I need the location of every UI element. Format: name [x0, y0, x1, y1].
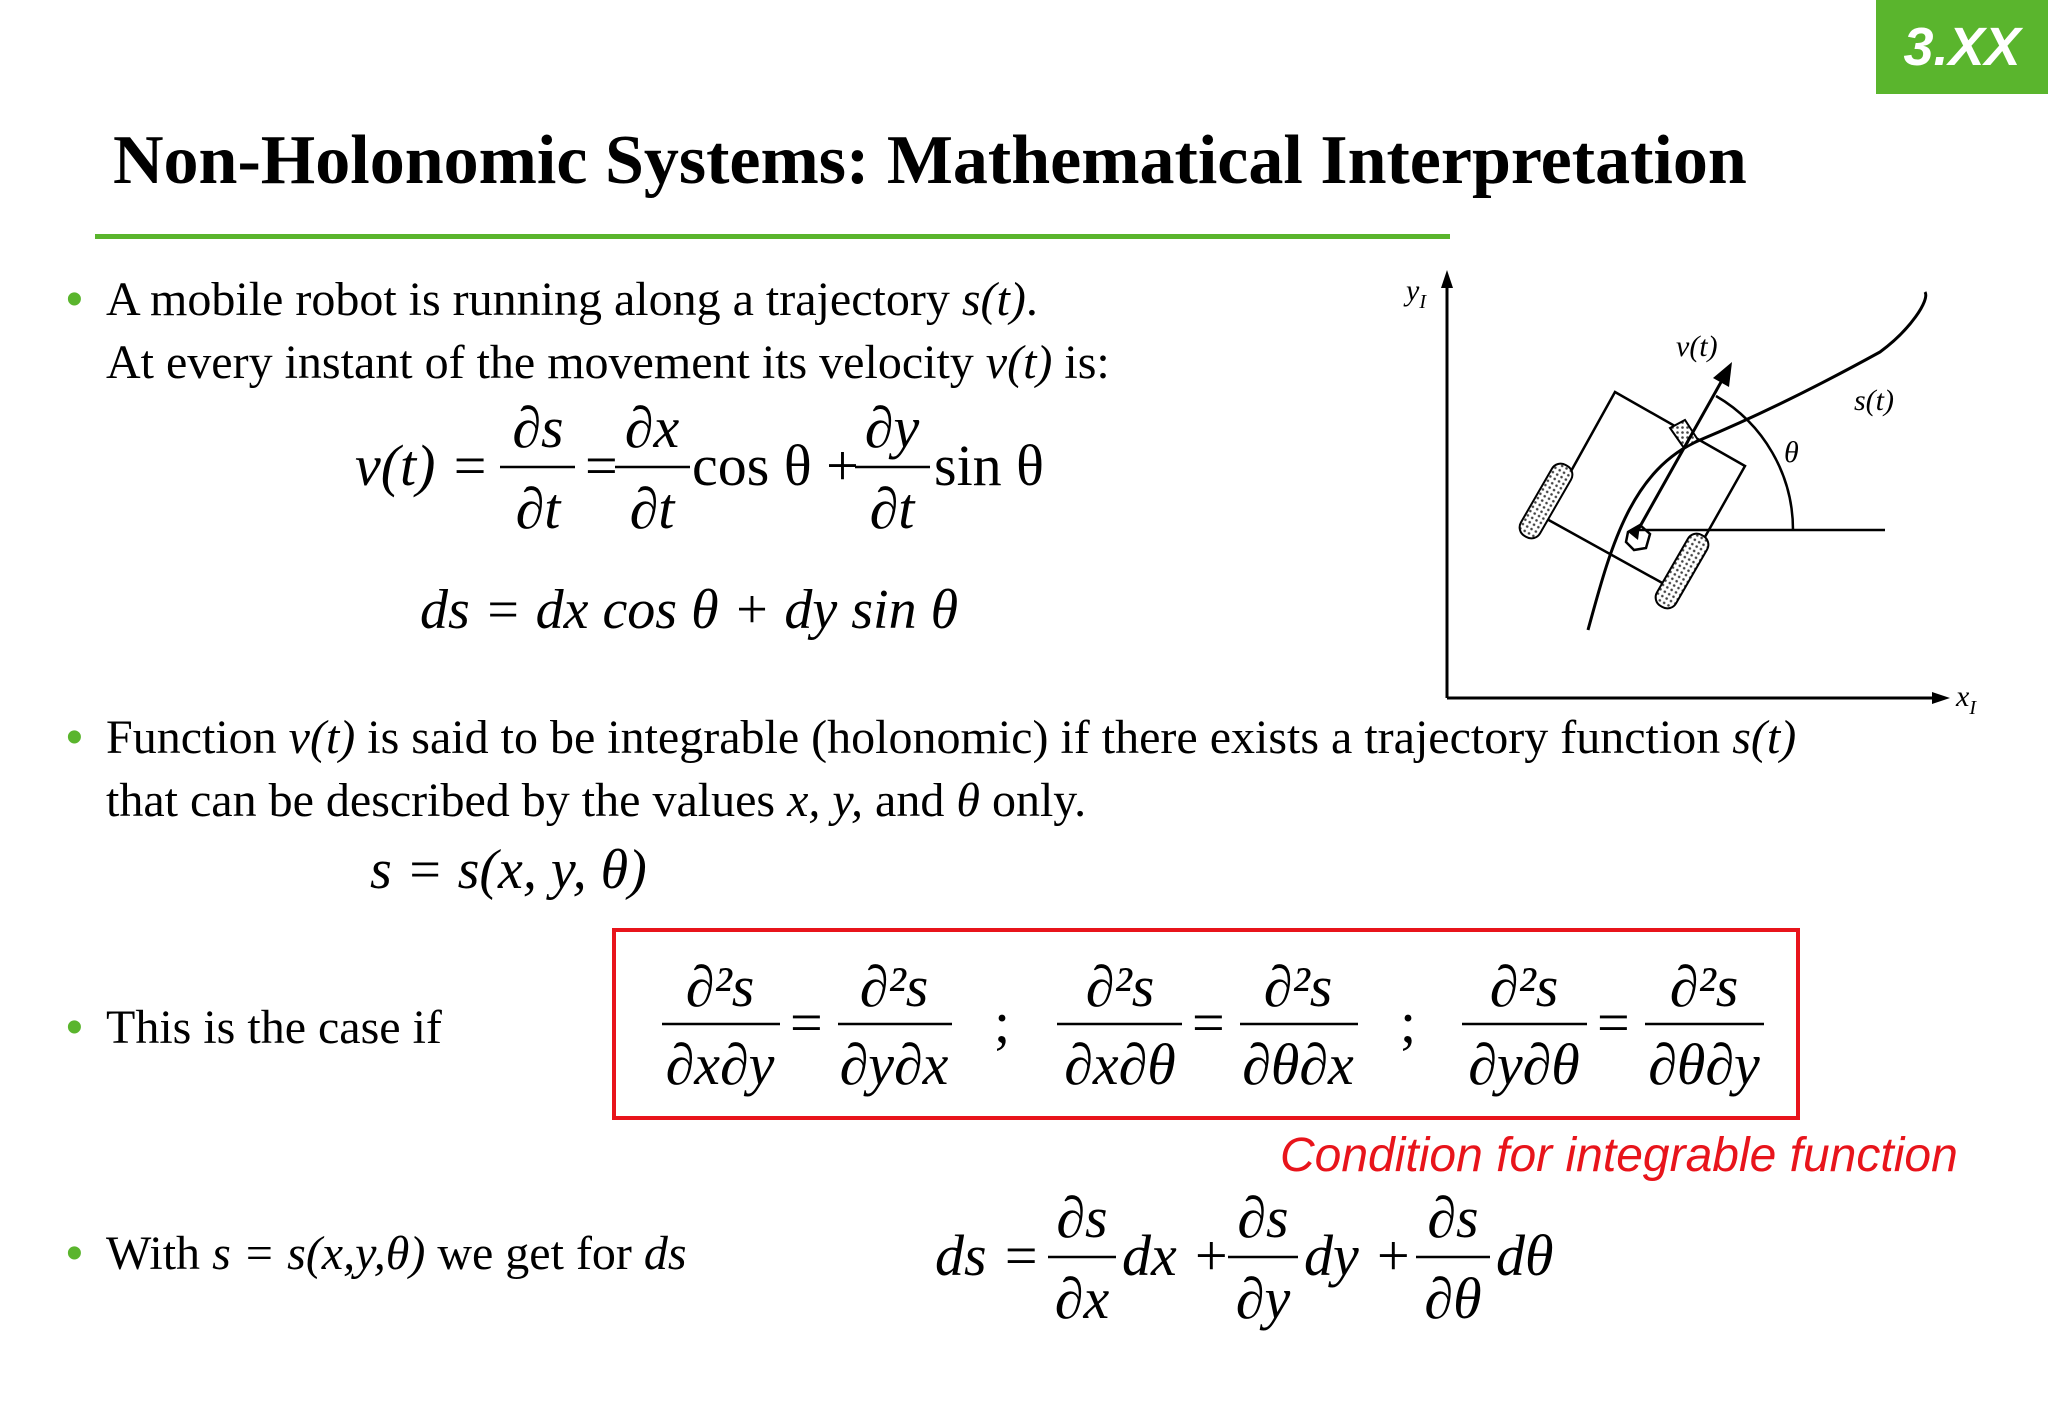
robot-chassis [1543, 390, 1747, 592]
x-axis-arrow-icon [1932, 692, 1950, 704]
title-underline [95, 234, 1450, 239]
eq1-frac3-num: ∂y [865, 395, 920, 460]
robot-trajectory-diagram: yI xI s(t) θ v(t) [1403, 270, 1977, 719]
eq1-frac1-den: ∂t [516, 476, 563, 541]
eq4-term-3: dθ [1496, 1223, 1554, 1288]
eq1-equals: = [585, 433, 618, 498]
velocity-vector [1636, 374, 1727, 531]
cond-den-6: ∂θ∂y [1648, 1032, 1760, 1097]
angle-arc [1715, 394, 1795, 531]
cond-den-3: ∂x∂θ [1064, 1032, 1176, 1097]
y-axis-label: yI [1403, 274, 1427, 313]
eq1-frac1-num: ∂s [512, 395, 563, 460]
angle-label: θ [1784, 436, 1799, 469]
bullet4-text: With s = s(x,y,θ) we get for ds [106, 1227, 687, 1280]
cond-num-3: ∂²s [1086, 954, 1155, 1019]
robot-caster-wheel [1668, 418, 1700, 450]
eq4-num-3: ∂s [1427, 1185, 1478, 1250]
bullet-robot-trajectory: • A mobile robot is running along a traj… [66, 268, 1110, 394]
velocity-arrow-icon [1713, 362, 1732, 387]
bullet-integrable-definition: • Function v(t) is said to be integrable… [66, 706, 1797, 832]
robot-wheel-right [1654, 532, 1710, 610]
cond-num-6: ∂²s [1670, 954, 1739, 1019]
cond-num-4: ∂²s [1264, 954, 1333, 1019]
x-axis-label: xI [1955, 680, 1977, 719]
eq4-num-1: ∂s [1056, 1185, 1107, 1250]
eq1-frac2-num: ∂x [625, 395, 680, 460]
bullet1-line2: At every instant of the movement its vel… [106, 336, 1110, 389]
cond-sep-1: ; [994, 990, 1010, 1055]
condition-caption: Condition for integrable function [1280, 1129, 1958, 1182]
bullet2-line1: Function v(t) is said to be integrable (… [106, 711, 1797, 764]
eq1-sin: sin θ [934, 433, 1044, 498]
eq1-cos: cos θ + [692, 433, 859, 498]
cond-eq-2: = [1192, 990, 1225, 1055]
bullet-dot: • [66, 1227, 83, 1280]
trajectory-curve [1586, 291, 1928, 631]
eq4-term-1: dx + [1122, 1223, 1230, 1288]
slide-title: Non-Holonomic Systems: Mathematical Inte… [113, 122, 1747, 199]
cond-eq-1: = [790, 990, 823, 1055]
eq1-frac2-den: ∂t [630, 476, 677, 541]
eq4-term-2: dy + [1304, 1223, 1412, 1288]
integrability-condition-box: ∂²s ∂x∂y = ∂²s ∂y∂x ; ∂²s ∂x∂θ = ∂²s ∂θ∂… [612, 928, 1800, 1120]
bullet-dot: • [66, 1001, 83, 1054]
velocity-equation: v(t) = ∂s ∂t = ∂x ∂t cos θ + ∂y ∂t sin θ [355, 395, 1044, 541]
cond-den-2: ∂y∂x [840, 1032, 949, 1097]
differential-equation: ds = dx cos θ + dy sin θ [420, 579, 959, 641]
y-axis-arrow-icon [1441, 270, 1453, 288]
eq1-frac3-den: ∂t [870, 476, 917, 541]
total-differential-equation: ds = ∂s ∂x dx + ∂s ∂y dy + ∂s ∂θ dθ [935, 1185, 1554, 1331]
trajectory-label: s(t) [1854, 384, 1894, 417]
eq4-lhs: ds = [935, 1223, 1040, 1288]
bullet-condition: • This is the case if [66, 996, 442, 1059]
velocity-label: v(t) [1676, 330, 1718, 363]
cond-eq-3: = [1597, 990, 1630, 1055]
bullet3-text: This is the case if [106, 1001, 442, 1054]
eq4-num-2: ∂s [1237, 1185, 1288, 1250]
eq4-den-2: ∂y [1236, 1266, 1291, 1331]
cond-num-1: ∂²s [686, 954, 755, 1019]
slide-number-badge: 3.XX [1876, 0, 2048, 94]
eq4-den-3: ∂θ [1424, 1266, 1481, 1331]
cond-den-4: ∂θ∂x [1242, 1032, 1354, 1097]
eq1-lhs: v(t) = [355, 433, 489, 498]
robot-wheel-left [1518, 462, 1574, 540]
bullet-dot: • [66, 711, 83, 764]
bullet-dot: • [66, 273, 83, 326]
cond-den-5: ∂y∂θ [1468, 1032, 1580, 1097]
condition-border [612, 928, 1800, 1120]
bullet1-line1: A mobile robot is running along a trajec… [106, 273, 1038, 326]
bullet2-line2: that can be described by the values x, y… [106, 774, 1087, 827]
cond-num-2: ∂²s [860, 954, 929, 1019]
cond-num-5: ∂²s [1490, 954, 1559, 1019]
cond-sep-2: ; [1400, 990, 1416, 1055]
cond-den-1: ∂x∂y [666, 1032, 775, 1097]
bullet-total-differential: • With s = s(x,y,θ) we get for ds [66, 1222, 687, 1285]
trajectory-function-equation: s = s(x, y, θ) [370, 839, 647, 901]
eq4-den-1: ∂x [1055, 1266, 1110, 1331]
